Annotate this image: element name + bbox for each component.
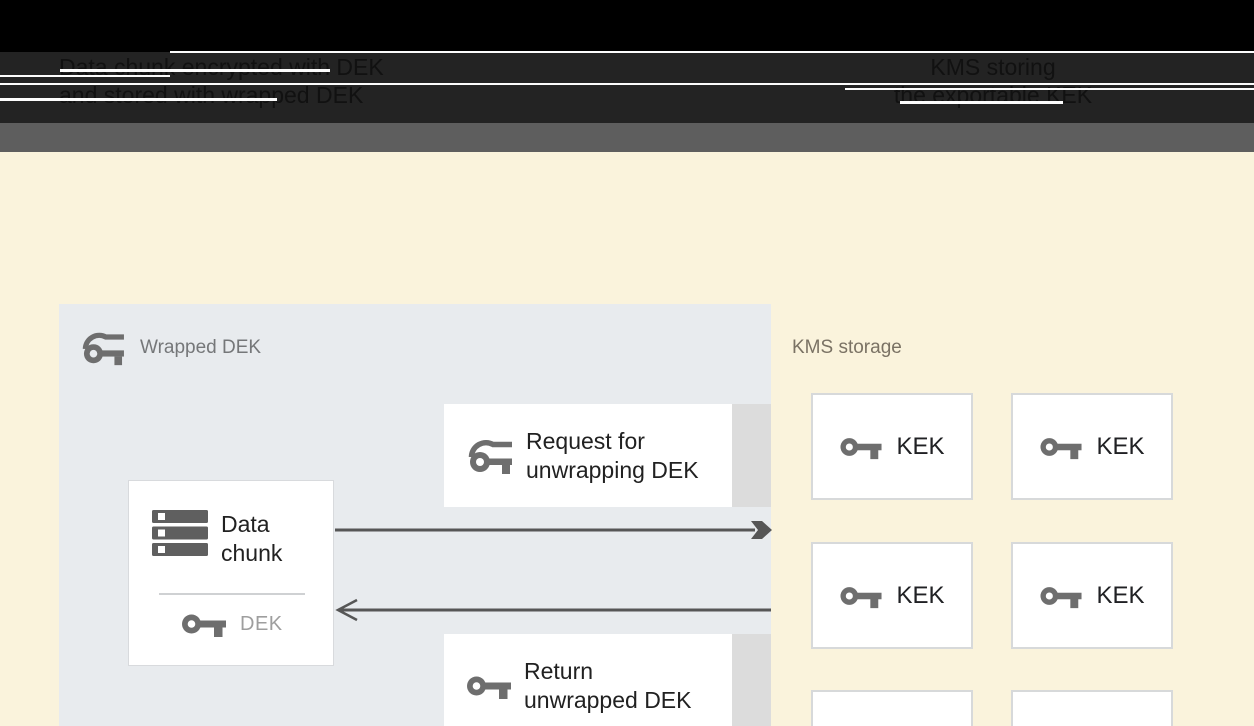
wrapped-dek-title: Wrapped DEK xyxy=(140,337,262,358)
kek-card: KEK xyxy=(1011,542,1173,649)
data-stack-icon xyxy=(152,510,208,556)
arrow-request-right xyxy=(335,518,772,542)
caption-line: the exportable KEK xyxy=(893,82,1093,108)
return-card: Return unwrapped DEK xyxy=(444,634,732,726)
glitch-streak xyxy=(0,98,277,101)
wrapped-dek-panel-header: Wrapped DEK xyxy=(80,328,261,368)
kek-card: KEK xyxy=(811,690,973,726)
kek-card: KEK xyxy=(811,542,973,649)
kek-card: KEK xyxy=(1011,690,1173,726)
glitch-streak xyxy=(0,75,170,77)
request-label: Request for unwrapping DEK xyxy=(526,427,699,485)
kek-label: KEK xyxy=(896,581,945,609)
card-divider xyxy=(159,593,305,595)
key-icon xyxy=(839,582,883,610)
request-card: Request for unwrapping DEK xyxy=(444,404,732,507)
caption-line: and stored with wrapped DEK xyxy=(59,82,364,108)
key-icon xyxy=(466,671,512,701)
kek-label: KEK xyxy=(896,432,945,460)
caption-line: KMS storing xyxy=(930,54,1056,80)
glitch-streak xyxy=(60,69,330,72)
key-icon xyxy=(1039,582,1083,610)
return-line: unwrapped DEK xyxy=(524,686,692,713)
data-chunk-card: Data chunk DEK xyxy=(128,480,334,666)
card-shadow-strip xyxy=(732,634,771,726)
dek-row: DEK xyxy=(181,609,283,639)
glitch-streak xyxy=(845,88,1254,90)
wrapped-key-icon xyxy=(80,328,126,368)
kek-label: KEK xyxy=(1096,581,1145,609)
glitch-streak xyxy=(900,101,1063,104)
card-shadow-strip xyxy=(732,404,771,507)
wrapped-key-icon xyxy=(466,435,514,477)
header-bar: Data chunk encrypted with DEK and stored… xyxy=(0,0,1254,123)
arrow-return-left xyxy=(335,598,771,622)
key-icon xyxy=(839,433,883,461)
request-row: Request for unwrapping DEK xyxy=(466,404,699,507)
glitch-streak xyxy=(0,83,1254,85)
kek-card: KEK xyxy=(811,393,973,500)
dek-label: DEK xyxy=(240,612,283,635)
header-caption-left: Data chunk encrypted with DEK and stored… xyxy=(59,53,384,109)
kms-storage-title: KMS storage xyxy=(792,337,902,358)
return-line: Return xyxy=(524,657,594,684)
kek-label: KEK xyxy=(1096,432,1145,460)
data-chunk-label: Data chunk xyxy=(221,511,283,566)
return-row: Return unwrapped DEK xyxy=(466,634,692,726)
diagram-content: Wrapped DEK Data chunk xyxy=(0,152,1254,726)
key-icon xyxy=(181,609,227,639)
kek-card: KEK xyxy=(1011,393,1173,500)
header-band xyxy=(0,52,1254,123)
header-divider-strip xyxy=(0,123,1254,152)
data-chunk-row: Data chunk xyxy=(152,510,311,568)
glitch-streak xyxy=(170,51,1254,53)
request-line: unwrapping DEK xyxy=(526,456,699,483)
key-icon xyxy=(1039,433,1083,461)
request-line: Request for xyxy=(526,427,645,454)
return-label: Return unwrapped DEK xyxy=(524,657,692,715)
